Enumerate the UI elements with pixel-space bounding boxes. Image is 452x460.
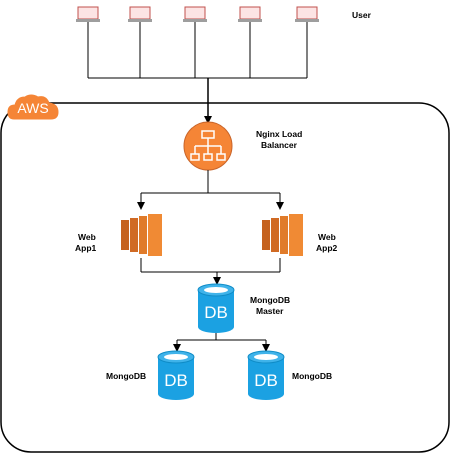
lb-label-line2: Balancer <box>261 140 298 150</box>
aws-boundary <box>0 102 450 453</box>
lb-label-line1: Nginx Load <box>256 129 302 139</box>
lb-to-web-connectors <box>137 170 284 210</box>
mongodb-master-label-line1: MongoDB <box>250 295 290 305</box>
database-icon: DB <box>157 350 195 400</box>
database-icon: DB <box>197 283 235 333</box>
aws-cloud-icon: AWS <box>7 94 59 120</box>
web-app2-label-line1: Web <box>318 232 336 242</box>
master-to-replica-connectors <box>173 333 270 352</box>
ec2-instance-icon <box>121 214 162 256</box>
db-text: DB <box>254 371 278 390</box>
user-connectors <box>87 22 308 79</box>
nginx-load-balancer-icon <box>183 121 233 171</box>
ec2-instance-icon <box>262 214 303 256</box>
laptop-icon <box>295 6 319 22</box>
db-text: DB <box>204 303 228 322</box>
laptop-icon <box>76 6 100 22</box>
laptop-icon <box>128 6 152 22</box>
mongodb-replica1-label: MongoDB <box>106 371 146 381</box>
user-label: User <box>352 10 372 20</box>
user-laptops <box>76 6 319 22</box>
aws-label: AWS <box>17 100 48 116</box>
web-app1-label-line1: Web <box>78 232 96 242</box>
mongodb-master-label-line2: Master <box>256 306 284 316</box>
mongodb-replica2-label: MongoDB <box>292 371 332 381</box>
laptop-icon <box>183 6 207 22</box>
db-text: DB <box>164 371 188 390</box>
web-app2-label-line2: App2 <box>316 243 338 253</box>
web-app1-label-line2: App1 <box>75 243 97 253</box>
web-to-db-connectors <box>140 258 281 285</box>
laptop-icon <box>238 6 262 22</box>
database-icon: DB <box>247 350 285 400</box>
